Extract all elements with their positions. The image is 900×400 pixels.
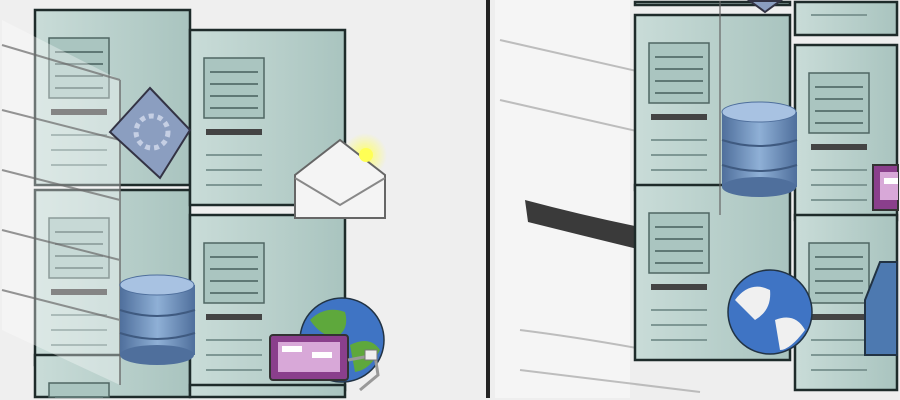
server-tower bbox=[188, 213, 347, 392]
globe-icon bbox=[727, 269, 813, 355]
server-body bbox=[633, 0, 792, 7]
glass-panel bbox=[1, 20, 121, 385]
folder-icon bbox=[864, 261, 898, 356]
server-tower bbox=[33, 8, 192, 187]
envelope-icon bbox=[294, 133, 387, 219]
database-icon bbox=[119, 274, 196, 365]
server-handle bbox=[651, 114, 707, 120]
server-tower bbox=[793, 0, 899, 37]
gear-diamond-icon bbox=[108, 86, 192, 180]
server-handle bbox=[811, 144, 867, 150]
server-handle bbox=[206, 129, 262, 135]
server-handle bbox=[51, 289, 107, 295]
server-body bbox=[188, 383, 347, 399]
monitor-icon bbox=[269, 334, 380, 392]
monitor-icon bbox=[872, 164, 899, 211]
drive-bay bbox=[48, 382, 110, 398]
server-handle bbox=[811, 314, 867, 320]
server-tower bbox=[188, 383, 347, 399]
server-body bbox=[793, 0, 899, 37]
server-handle bbox=[51, 109, 107, 115]
database-icon bbox=[721, 101, 798, 197]
glass-panel bbox=[495, 0, 630, 398]
server-tower bbox=[633, 0, 792, 7]
server-handle bbox=[206, 314, 262, 320]
server-handle bbox=[651, 284, 707, 290]
server-tower bbox=[188, 28, 347, 207]
gear-diamond-icon bbox=[746, 0, 784, 14]
